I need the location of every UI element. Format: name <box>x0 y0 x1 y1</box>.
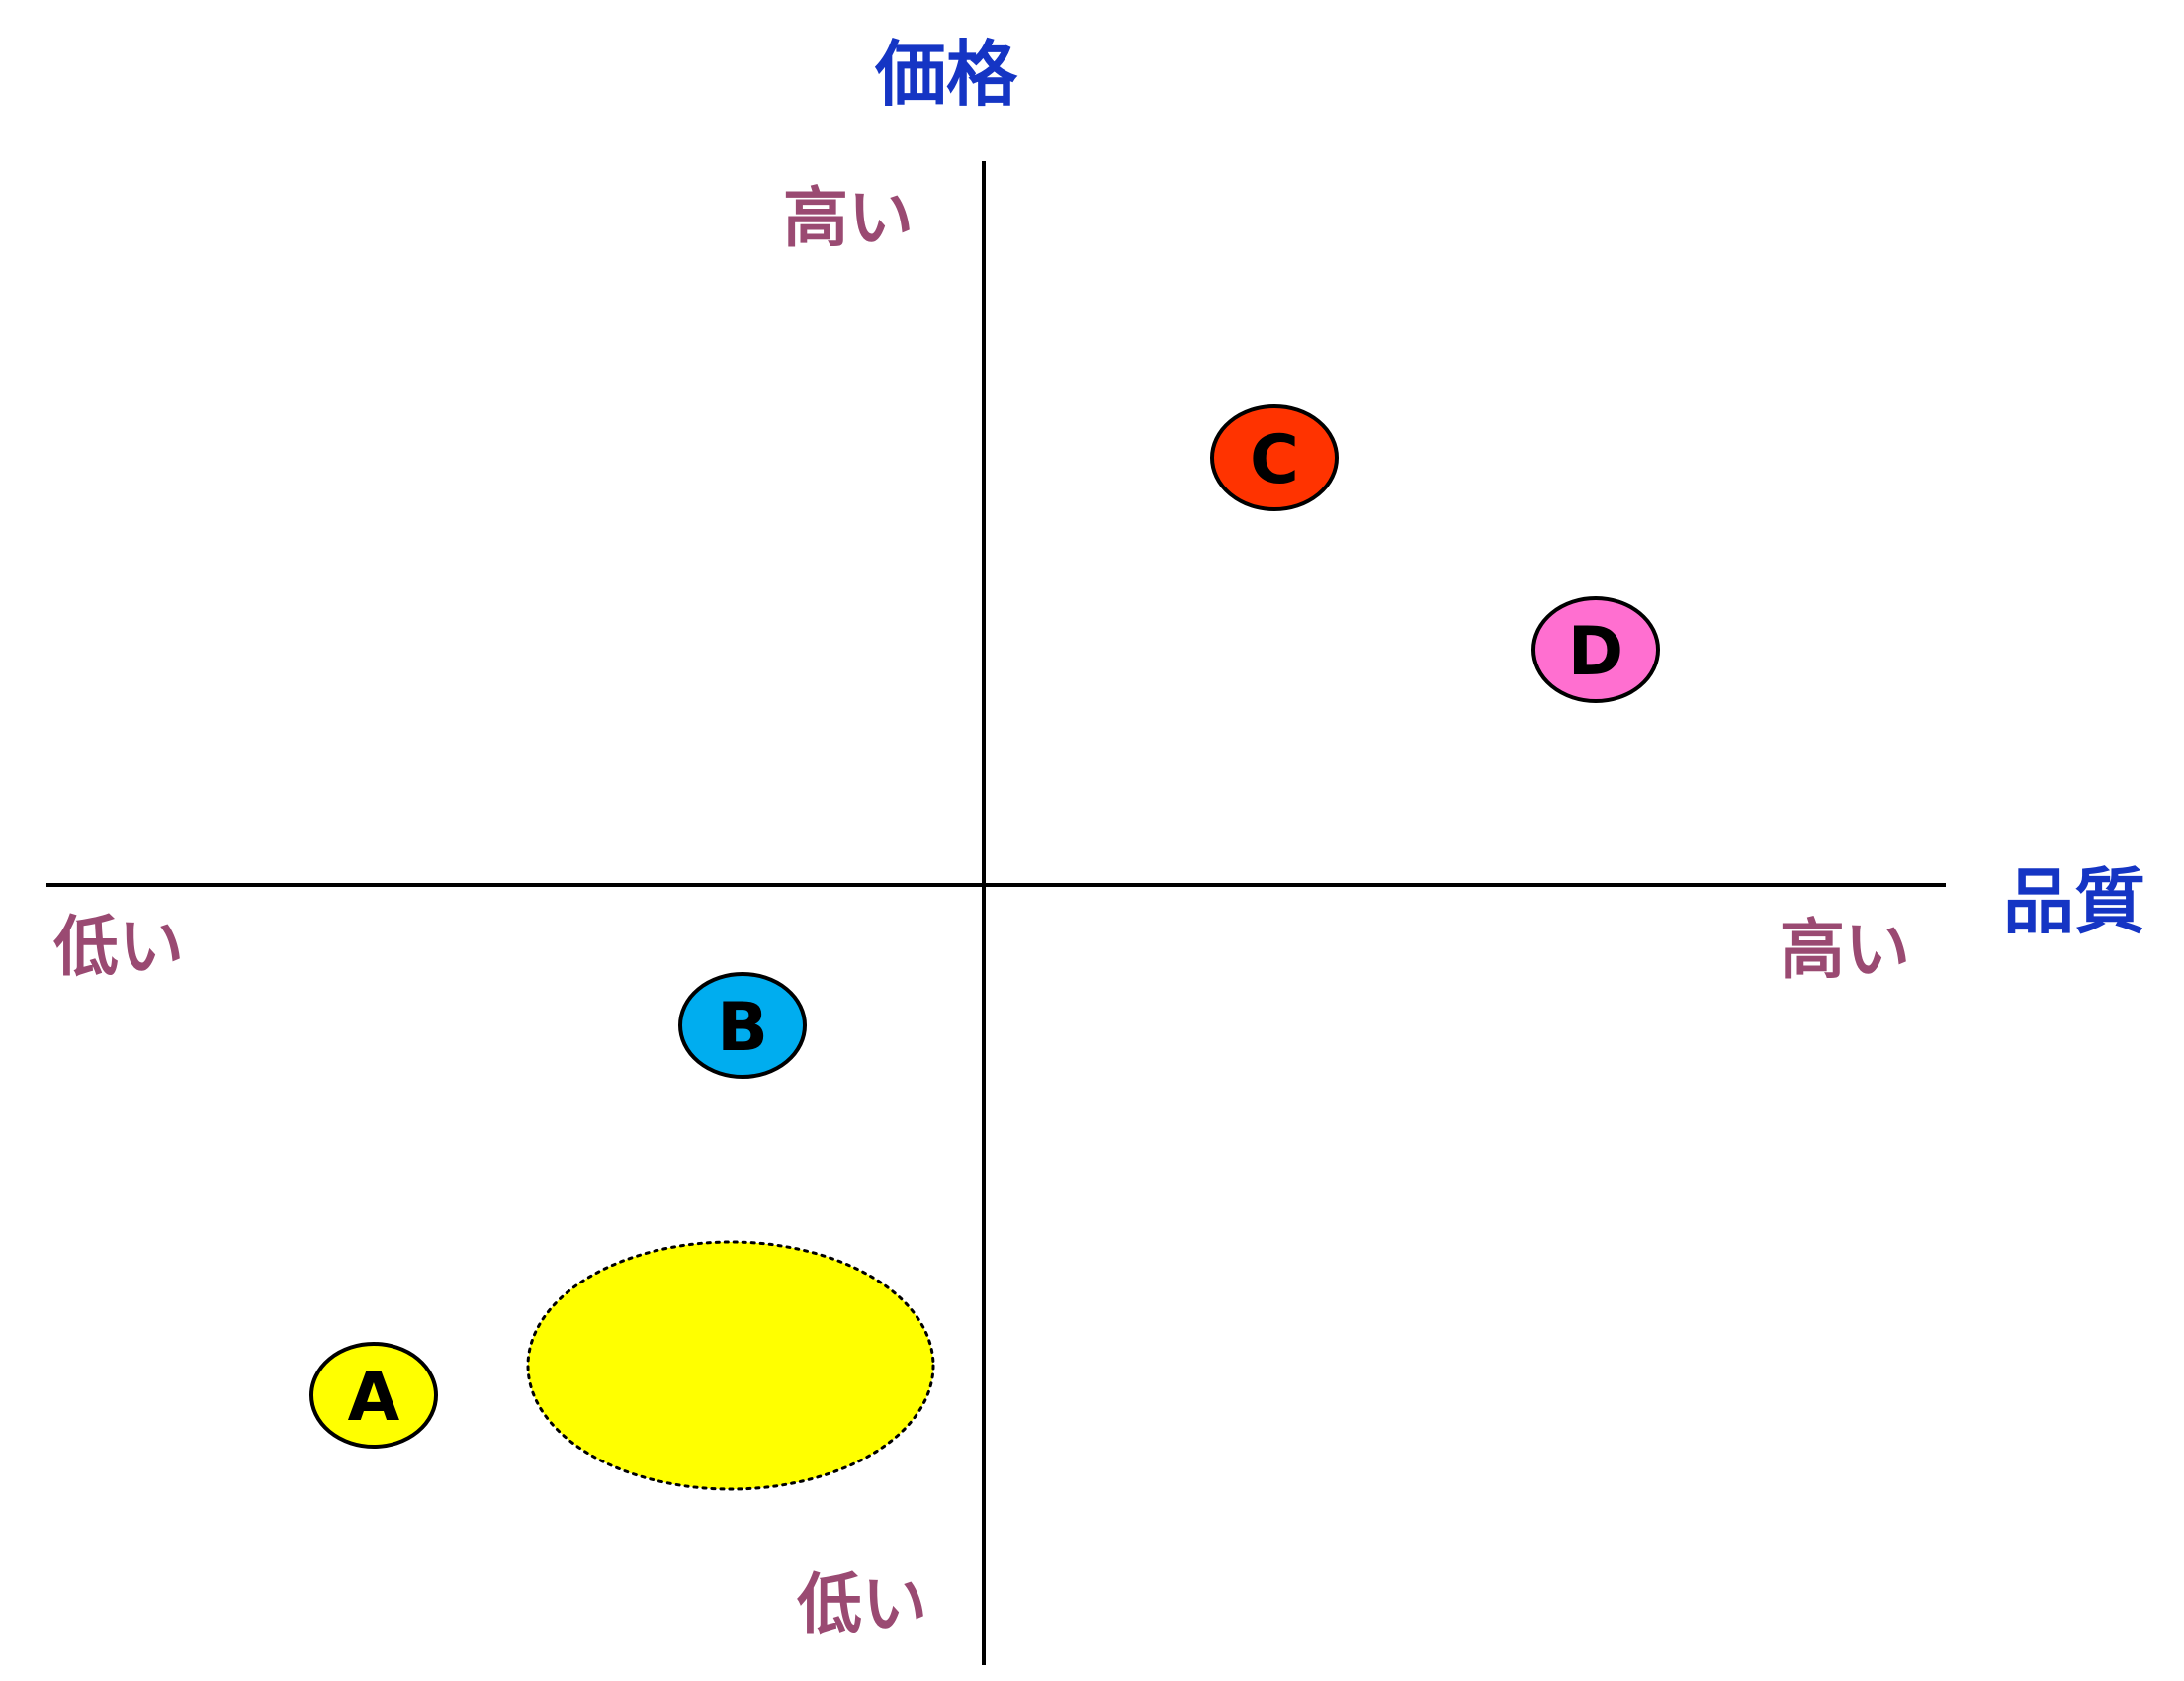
marker-c-label: C <box>1250 421 1299 499</box>
marker-b-bubble <box>678 972 807 1079</box>
target-zone-ellipse <box>526 1240 935 1491</box>
marker-d: D <box>1531 596 1660 703</box>
marker-c: C <box>1210 404 1339 511</box>
horizontal-axis-title: 品質 <box>2003 860 2145 943</box>
marker-b: B <box>678 972 807 1079</box>
marker-a: A <box>309 1342 438 1449</box>
vertical-low-label: 低い <box>797 1566 927 1642</box>
marker-d-bubble <box>1531 596 1660 703</box>
marker-c-bubble <box>1210 404 1339 511</box>
marker-d-label: D <box>1568 613 1623 691</box>
horizontal-high-label: 高い <box>1780 912 1910 988</box>
marker-a-bubble <box>309 1342 438 1449</box>
horizontal-low-label: 低い <box>53 909 184 985</box>
vertical-high-label: 高い <box>783 180 914 256</box>
marker-a-label: A <box>348 1359 400 1437</box>
marker-b-label: B <box>717 989 768 1067</box>
vertical-axis-title: 価格 <box>874 33 1018 116</box>
